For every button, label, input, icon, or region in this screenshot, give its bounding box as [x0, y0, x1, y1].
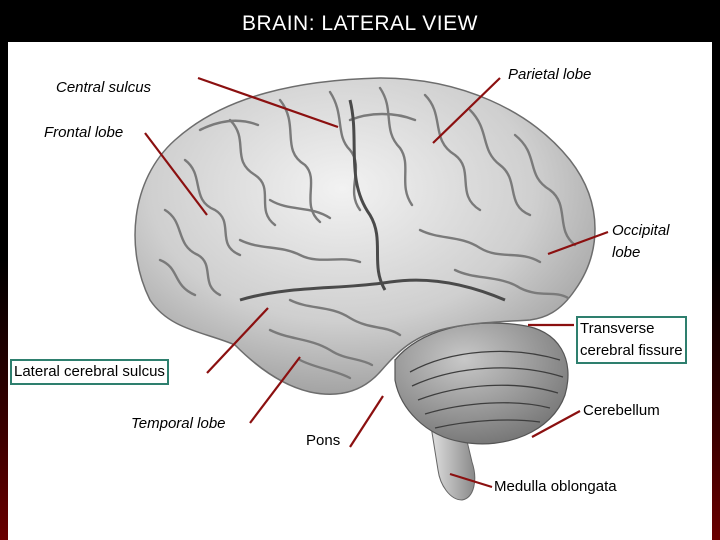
leader-lines: [144, 76, 609, 489]
label-transverse-fissure-line1: Transverse: [580, 320, 655, 337]
label-occipital-lobe-line2: lobe: [612, 244, 641, 261]
label-parietal-lobe: Parietal lobe: [508, 66, 592, 83]
cerebrum-shape: [134, 77, 596, 395]
cerebellum-folia: [409, 350, 564, 429]
label-temporal-lobe: Temporal lobe: [131, 415, 226, 432]
cerebrum-gyri: [158, 86, 577, 380]
lateral-sulcus-line: [239, 278, 506, 302]
label-frontal-lobe: Frontal lobe: [44, 124, 124, 141]
label-lateral-sulcus: Lateral cerebral sulcus: [10, 359, 169, 385]
central-sulcus-line: [348, 99, 387, 291]
label-transverse-fissure: Transverse cerebral fissure: [576, 316, 687, 364]
leader-occipital-lobe: [547, 230, 609, 256]
label-medulla: Medulla oblongata: [494, 478, 617, 495]
leader-central-sulcus: [197, 76, 339, 129]
leader-parietal-lobe: [432, 77, 501, 144]
label-central-sulcus: Central sulcus: [56, 79, 152, 96]
label-occipital-lobe-line1: Occipital: [612, 222, 670, 239]
slide-title: BRAIN: LATERAL VIEW: [242, 12, 478, 35]
leader-pons: [349, 395, 384, 448]
leader-lateral-sulcus: [206, 307, 269, 374]
leader-medulla: [449, 472, 493, 489]
label-transverse-fissure-line2: cerebral fissure: [580, 342, 683, 359]
leader-cerebellum: [531, 410, 581, 438]
label-pons: Pons: [306, 432, 341, 449]
leader-frontal-lobe: [144, 132, 208, 216]
leader-temporal-lobe: [249, 356, 301, 424]
cerebellum-shape: [394, 322, 569, 445]
label-cerebellum: Cerebellum: [583, 402, 660, 419]
